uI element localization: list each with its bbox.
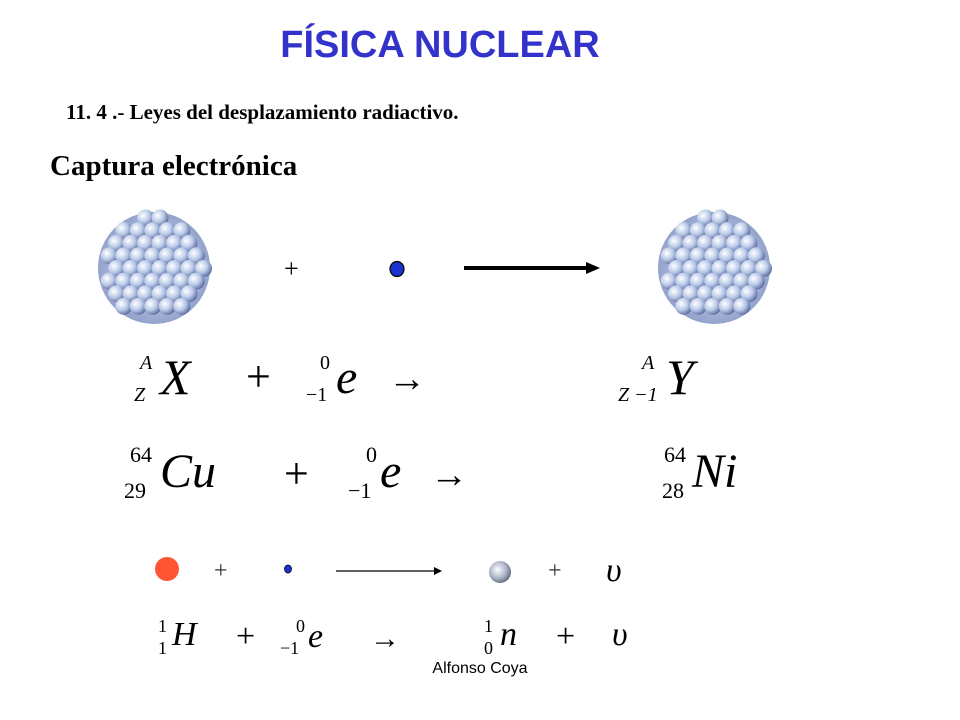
reaction-arrow (464, 262, 600, 274)
electron (284, 564, 292, 574)
electron-charge: −1 (348, 478, 372, 503)
parent-nucleus (98, 209, 212, 324)
plus-sign: + (284, 449, 309, 498)
y-symbol: Y (666, 349, 694, 405)
electron-charge: −1 (306, 384, 328, 406)
cu-mass-number: 64 (130, 442, 152, 467)
n-symbol: n (500, 616, 517, 653)
electron-mass-number: 0 (296, 616, 305, 636)
electron (389, 260, 405, 278)
x-mass-number: A (140, 352, 153, 374)
n-mass-number: 1 (484, 616, 493, 636)
electron-mass-number: 0 (366, 442, 377, 467)
cu-atomic-number: 29 (124, 478, 146, 503)
topic-heading: Captura electrónica (50, 150, 298, 182)
reaction-arrow: → (388, 358, 426, 400)
daughter-nucleus (658, 209, 772, 324)
plus-sign: + (214, 558, 228, 584)
ni-symbol: Ni (692, 445, 738, 498)
slide-title: FÍSICA NUCLEAR (280, 24, 600, 66)
electron-mass-number: 0 (320, 352, 330, 374)
n-atomic-number: 0 (484, 638, 493, 658)
electron-symbol: e (336, 351, 358, 404)
neutrino-symbol: υ (612, 616, 628, 653)
reaction-arrow (336, 567, 442, 575)
h-atomic-number: 1 (158, 638, 167, 658)
section-subtitle: 11. 4 .- Leyes del desplazamiento radiac… (66, 100, 459, 124)
plus-sign: + (548, 558, 562, 584)
proton (155, 557, 179, 581)
plus-sign: + (284, 254, 299, 283)
plus-sign: + (246, 352, 271, 401)
ni-mass-number: 64 (664, 442, 686, 467)
plus-sign: + (236, 618, 256, 655)
y-mass-number: A (642, 352, 655, 374)
h-symbol: H (172, 616, 197, 653)
electron-symbol: e (308, 618, 324, 655)
reaction-arrow: → (370, 622, 400, 655)
h-mass-number: 1 (158, 616, 167, 636)
reaction-arrow: → (430, 454, 468, 496)
electron-symbol: e (380, 445, 402, 498)
y-atomic-number: Z −1 (618, 384, 658, 406)
x-atomic-number: Z (134, 384, 146, 406)
neutrino-symbol: υ (606, 552, 622, 589)
electron-charge: −1 (280, 638, 300, 658)
cu-symbol: Cu (160, 445, 217, 498)
ni-atomic-number: 28 (662, 478, 684, 503)
neutron (489, 561, 511, 583)
plus-sign: + (556, 618, 576, 655)
author-footer: Alfonso Coya (432, 660, 528, 677)
x-symbol: X (160, 349, 191, 405)
